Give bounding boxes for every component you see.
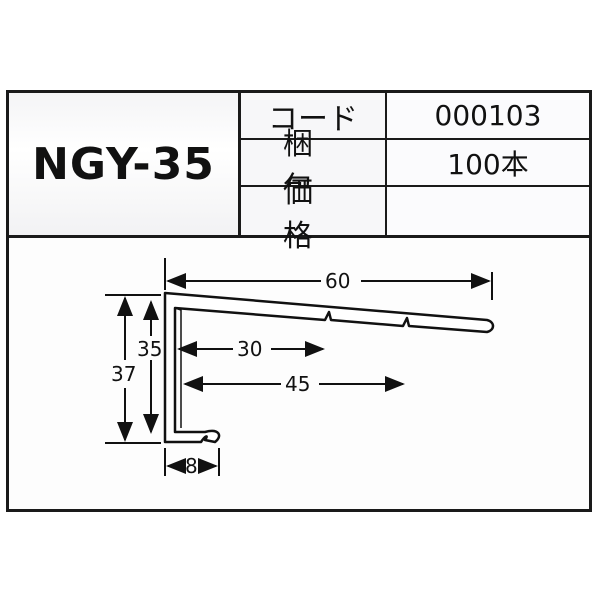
dim-30-label: 30: [237, 337, 262, 361]
dim-45-label: 45: [285, 372, 310, 396]
profile-drawing-svg: 60 30 45 37 35 8: [105, 258, 495, 478]
spec-row-packing: 梱包 100本: [241, 127, 589, 206]
spec-table: コード 000103 梱包 100本 価格: [241, 93, 589, 254]
profile-inner-line: [174, 307, 182, 428]
spec-value-code: 000103: [387, 93, 589, 138]
dim-37-label: 37: [111, 362, 136, 386]
dim-35-label: 35: [137, 337, 162, 361]
profile-drawing: 60 30 45 37 35 8: [9, 238, 589, 509]
product-card: NGY-35 コード 000103 梱包 100本 価格: [6, 90, 592, 512]
dim-60-label: 60: [325, 269, 350, 293]
spec-value-packing: 100本: [387, 140, 589, 185]
model-name: NGY-35: [32, 138, 215, 190]
model-cell: NGY-35: [9, 93, 241, 235]
spec-label-price: 価格: [241, 175, 387, 254]
spec-value-price: [387, 187, 589, 235]
dim-8-label: 8: [185, 454, 198, 478]
spec-label-code: コード: [241, 93, 387, 138]
spec-row-price: 価格: [241, 175, 589, 254]
spec-row-code: コード 000103: [241, 93, 589, 140]
product-header: NGY-35 コード 000103 梱包 100本 価格: [9, 93, 589, 254]
profile-outline: [163, 291, 495, 444]
